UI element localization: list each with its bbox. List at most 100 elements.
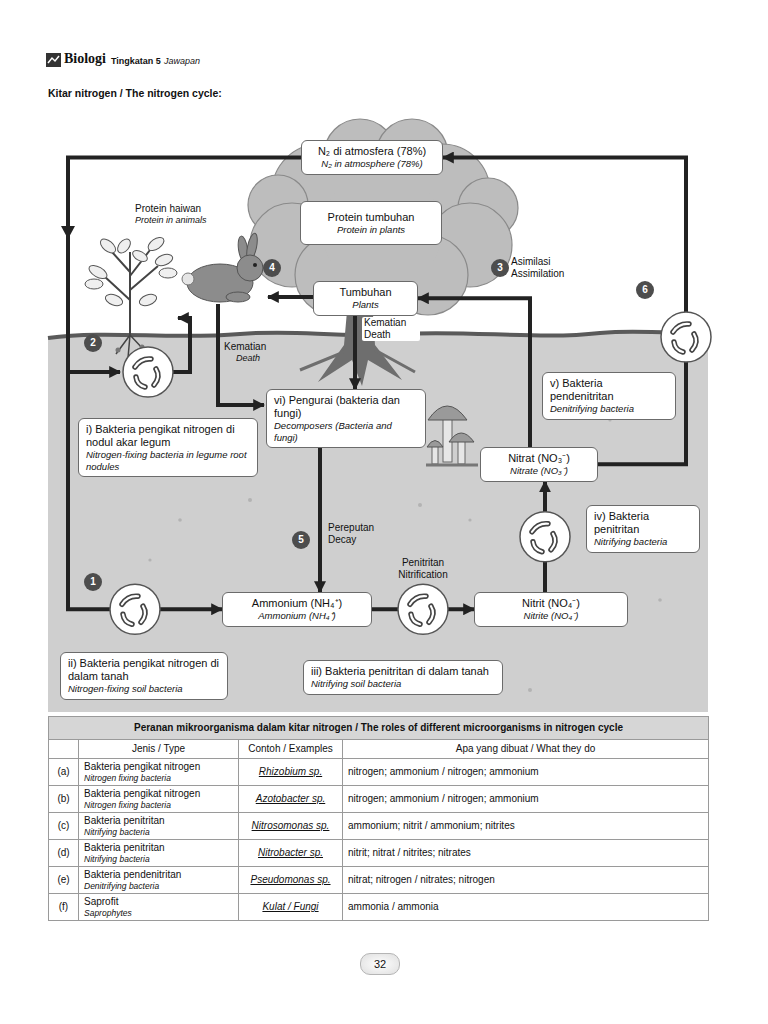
box-text: iii) Bakteria penitritan di dalam tanah [311,665,495,678]
form-level: Tingkatan 5 [111,55,161,67]
bacteria-icon [673,324,689,332]
bacteria-icon [136,377,145,387]
cell-text: (f) [54,901,73,913]
box-text: iv) Bakteria penitritan [594,510,692,536]
cell-text: Azotobacter sp. [244,793,337,805]
legume-plant [104,250,158,335]
table-cell: nitrogen; ammonium / nitrogen; ammonium [343,786,709,813]
bacteria-icon [136,377,145,387]
legume-plant [138,292,158,308]
process-box: Nitrit (NO₄⁻)Nitrite (NO₄⁻) [474,592,628,627]
table-cell: Bakteria pengikat nitrogenNitrogen fixin… [79,759,239,786]
bacteria-icon [110,584,160,634]
process-label: Asimilasi Assimilation [511,256,577,280]
box-subtext: Nitrate (NO₃⁻) [488,465,590,477]
bacteria-icon [398,584,448,634]
bacteria-icon [122,596,138,604]
table-cell: nitrit; nitrat / nitrites; nitrates [343,840,709,867]
callout-number: 5 [292,531,310,549]
bacteria-icon [123,347,173,397]
soil [178,518,182,522]
diagram-label: Protein haiwan [135,203,201,215]
bacteria-icon [532,524,548,532]
cell-text: (e) [54,874,73,886]
box-subtext: Nitrifying bacteria [594,536,692,548]
cell-text: Apa yang dibuat / What they do [348,743,703,755]
pathway-arrow [68,370,120,374]
process-box: iv) Bakteria penitritanNitrifying bacter… [586,505,700,553]
flow-arrow [353,316,357,390]
bacteria-icon [154,369,158,385]
bacteria-icon [533,542,542,552]
flow-arrow [443,158,686,465]
box-subtext: Nitrogen-fixing soil bacteria [68,683,220,695]
diagram-label: Death [236,353,260,364]
bacteria-icon [692,334,696,350]
table-cell: Kulat / Fungi [239,894,343,921]
bacteria-icon [154,369,158,385]
table-row: (b)Bakteria pengikat nitrogenNitrogen fi… [49,786,709,813]
legume-plant [104,292,124,308]
bacteria-icon [398,584,448,634]
cell-text: Saprophytes [84,908,233,918]
cell-text: Bakteria penitritan [84,842,233,854]
cell-text: Bakteria pengikat nitrogen [84,788,233,800]
page-number: 32 [360,953,400,975]
legume-plant [98,236,118,255]
table-row: Jenis / Type Contoh / Examples Apa yang di… [49,740,709,759]
answer-tag: Jawapan [164,55,200,67]
legume-plant [154,252,174,268]
box-subtext: Protein in plants [308,224,434,236]
process-box: Ammonium (NH₄⁺)Ammonium (NH₄⁺) [222,592,372,627]
diagram-label: Protein in animals [135,215,207,226]
legume-plant [87,263,109,282]
cell-text: Bakteria pendenitritan [84,869,233,881]
box-text: N₂ di atmosfera (78%) [309,145,435,158]
cell-text: (d) [54,847,73,859]
box-text: Protein tumbuhan [308,211,434,224]
legume-plant [131,248,149,264]
bacteria-icon [123,614,132,624]
cell-text: Nitrifying bacteria [84,827,233,837]
book-icon [46,53,61,67]
diagram-label: Kematian [224,341,266,353]
table-cell: Bakteria penitritanNitrifying bacteria [79,813,239,840]
table-row: Peranan mikroorganisma dalam kitar nitro… [49,717,709,740]
page-title: Kitar nitrogen / The nitrogen cycle: [48,87,222,99]
bacteria-icon [411,614,420,624]
table-column [49,717,79,921]
bacteria-icon [135,359,151,367]
soil [48,332,708,712]
mushrooms [432,446,438,464]
book-icon [46,53,61,67]
table-cell: (f) [49,894,79,921]
bacteria-icon [122,596,138,604]
mushrooms [426,406,478,465]
rabbit [182,273,194,285]
box-text: Nitrit (NO₄⁻) [482,597,620,610]
cell-text: nitrogen; ammonium / nitrogen; ammonium [348,793,703,805]
cell-text: Saprofit [84,896,233,908]
mushrooms [449,433,474,442]
table-cell: Pseudomonas sp. [239,867,343,894]
box-subtext: Ammonium (NH₄⁺) [230,610,364,622]
table-cell: Jenis / Type [79,740,239,759]
process-box: i) Bakteria pengikat nitrogen di nodul a… [78,418,258,477]
bacteria-icon [533,542,542,552]
cell-text: Denitrifying bacteria [84,881,233,891]
table-cell: Azotobacter sp. [239,786,343,813]
table-cell: Peranan mikroorganisma dalam kitar nitro… [49,717,709,740]
box-text: Nitrat (NO₃⁻) [488,452,590,465]
table-cell: Nitrobacter sp. [239,840,343,867]
soil [248,498,252,502]
bacteria-icon [520,512,570,562]
bacteria-icon [110,584,160,634]
table-cell: ammonium; nitrit / ammonium; nitrites [343,813,709,840]
table-cell: (a) [49,759,79,786]
box-subtext: Nitrite (NO₄⁻) [482,610,620,622]
flow-arrow [418,298,530,447]
cell-text: Contoh / Examples [244,743,337,755]
table-row: (d)Bakteria penitritanNitrifying bacteri… [49,840,709,867]
callout-number: 3 [491,259,509,277]
